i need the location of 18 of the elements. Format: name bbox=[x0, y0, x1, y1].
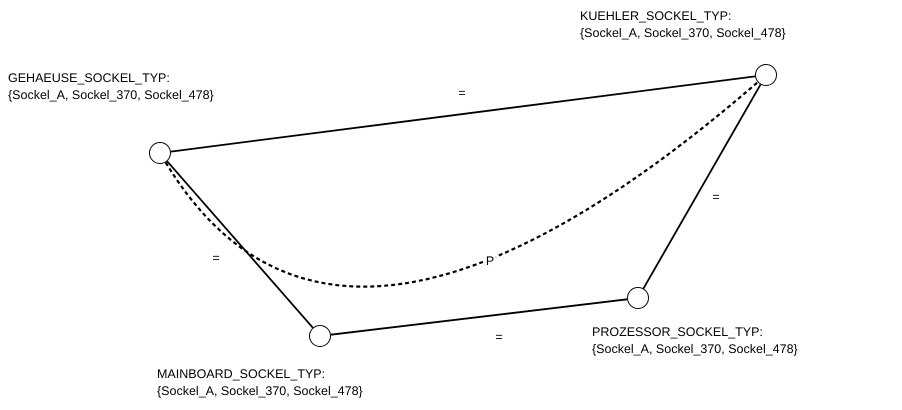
connector-line bbox=[642, 84, 762, 289]
connector-line bbox=[330, 298, 628, 336]
domain-values: {Sockel_A, Sockel_370, Sockel_478} bbox=[157, 383, 363, 399]
connector-line bbox=[166, 160, 314, 328]
variable-circle bbox=[309, 325, 331, 347]
variable-name: KUEHLER_SOCKEL_TYP: bbox=[580, 8, 732, 24]
connector-line bbox=[170, 76, 756, 152]
variable-circle bbox=[149, 142, 171, 164]
variable-name: PROZESSOR_SOCKEL_TYP: bbox=[592, 324, 763, 340]
domain-values: {Sockel_A, Sockel_370, Sockel_478} bbox=[8, 87, 214, 103]
variable-name: MAINBOARD_SOCKEL_TYP: bbox=[157, 366, 326, 382]
variable-name: GEHAEUSE_SOCKEL_TYP: bbox=[8, 70, 170, 86]
variable-circle bbox=[755, 64, 777, 86]
domain-values: {Sockel_A, Sockel_370, Sockel_478} bbox=[592, 341, 798, 357]
domain-values: {Sockel_A, Sockel_370, Sockel_478} bbox=[580, 25, 786, 41]
edge-label: P bbox=[484, 254, 496, 268]
dashed-connector bbox=[164, 81, 758, 288]
variable-circle bbox=[627, 287, 649, 309]
